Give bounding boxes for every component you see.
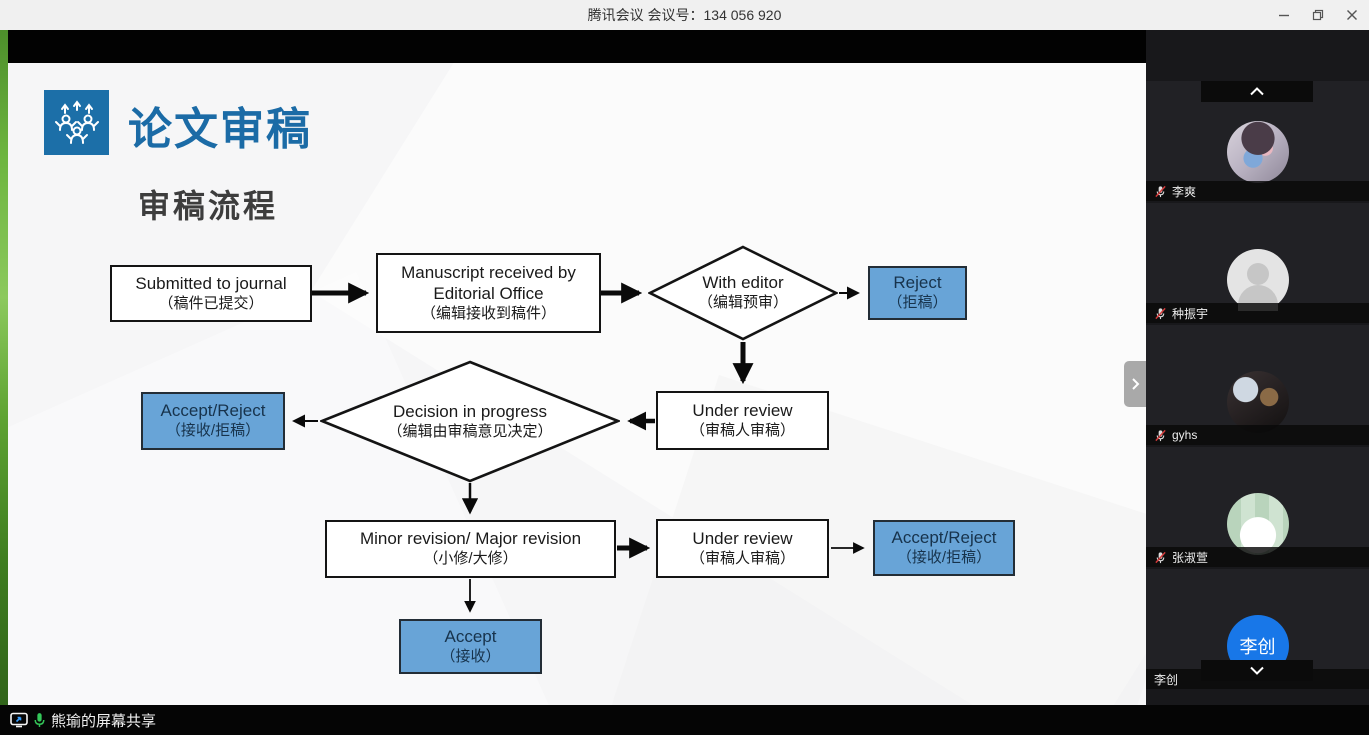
participant-tile[interactable]: 种振宇 [1146,203,1369,323]
node-label-en: Manuscript received by Editorial Office [401,263,576,303]
window-controls [1267,0,1369,30]
scroll-down-button[interactable] [1201,660,1313,681]
flow-node-accept: Accept （接收） [399,619,542,674]
slide-subtitle: 审稿流程 [138,188,279,224]
title-bar: 腾讯会议 会议号：134 056 920 [0,0,1369,30]
avatar [1226,249,1289,311]
participant-namebar: 李爽 [1146,181,1369,201]
participant-name: 李爽 [1172,184,1197,199]
scroll-up-button[interactable] [1201,81,1313,102]
participant-name: gyhs [1172,428,1198,442]
flow-node-decision: Decision in progress （编辑由审稿意见决定） [320,360,620,483]
node-label-zh: （审稿人审稿） [689,549,795,567]
minimize-icon[interactable] [1267,0,1301,30]
node-label-en: Reject [893,273,942,293]
participant-tile[interactable]: gyhs [1146,325,1369,445]
participant-name: 种振宇 [1172,306,1209,321]
node-label-zh: （小修/大修） [423,550,518,568]
participant-name: 张淑萱 [1172,550,1209,565]
top-black-strip [0,30,1369,65]
flow-node-received: Manuscript received by Editorial Office … [376,253,601,333]
mic-muted-icon [1155,185,1166,197]
mic-muted-icon [1155,429,1166,441]
flow-node-with-editor: With editor （编辑预审） [648,245,838,341]
avatar [1226,493,1289,555]
microphone-on-icon [34,713,45,727]
node-label-zh: （编辑接收到稿件） [420,304,556,322]
participant-namebar: 种振宇 [1146,303,1369,323]
avatar [1226,121,1289,183]
node-label-zh: （编辑预审） [697,294,788,312]
participant-tile[interactable]: 张淑萱 [1146,447,1369,567]
slide-title: 论文审稿 [128,105,312,154]
window-title: 腾讯会议 会议号：134 056 920 [587,7,782,23]
node-label-zh: （拒稿） [887,294,948,312]
flow-node-under-review-2: Under review （审稿人审稿） [656,519,829,578]
node-label-en: Minor revision/ Major revision [359,529,582,549]
sidebar-collapse-handle[interactable] [1124,361,1146,407]
participant-namebar: 张淑萱 [1146,547,1369,567]
node-label-en: Decision in progress [392,401,547,421]
close-icon[interactable] [1335,0,1369,30]
node-label-en: With editor [702,273,784,293]
restore-icon[interactable] [1301,0,1335,30]
chevron-down-icon [1250,666,1264,675]
flow-node-under-review-1: Under review （审稿人审稿） [656,391,829,450]
node-label-en: Accept/Reject [160,401,266,421]
node-label-en: Under review [692,528,793,548]
participant-panel: 李爽 种振宇 gyhs [1146,30,1369,705]
participant-name: 李创 [1154,672,1179,687]
node-label-en: Accept/Reject [891,528,997,548]
mic-muted-icon [1155,307,1166,319]
node-label-zh: （编辑由审稿意见决定） [387,422,553,440]
flow-node-minor-major: Minor revision/ Major revision （小修/大修） [325,520,616,578]
people-group-logo [44,90,109,155]
node-label-zh: （审稿人审稿） [689,421,795,439]
screen-share-status-text: 熊瑜的屏幕共享 [51,712,157,730]
flow-node-accept-reject-1: Accept/Reject （接收/拒稿） [141,392,285,450]
node-label-zh: （接收/拒稿） [896,549,992,567]
screen-share-icon [10,712,28,728]
avatar [1226,371,1289,433]
node-label-en: Submitted to journal [135,273,287,293]
flow-node-accept-reject-2: Accept/Reject （接收/拒稿） [873,520,1015,576]
mic-muted-icon [1155,551,1166,563]
participant-namebar: gyhs [1146,425,1369,445]
node-label-zh: （接收） [440,647,501,665]
chevron-up-icon [1250,87,1264,96]
node-label-zh: （稿件已提交） [158,294,264,312]
flow-node-reject: Reject （拒稿） [868,266,967,320]
node-label-zh: （接收/拒稿） [165,422,261,440]
desktop-edge [0,30,8,735]
status-bar: 熊瑜的屏幕共享 [0,705,1369,735]
chevron-right-icon [1132,378,1140,390]
shared-screen-slide: 论文审稿 审稿流程 [8,63,1146,705]
node-label-en: Under review [692,400,793,420]
flow-node-submitted: Submitted to journal （稿件已提交） [110,265,312,322]
node-label-en: Accept [444,626,497,646]
